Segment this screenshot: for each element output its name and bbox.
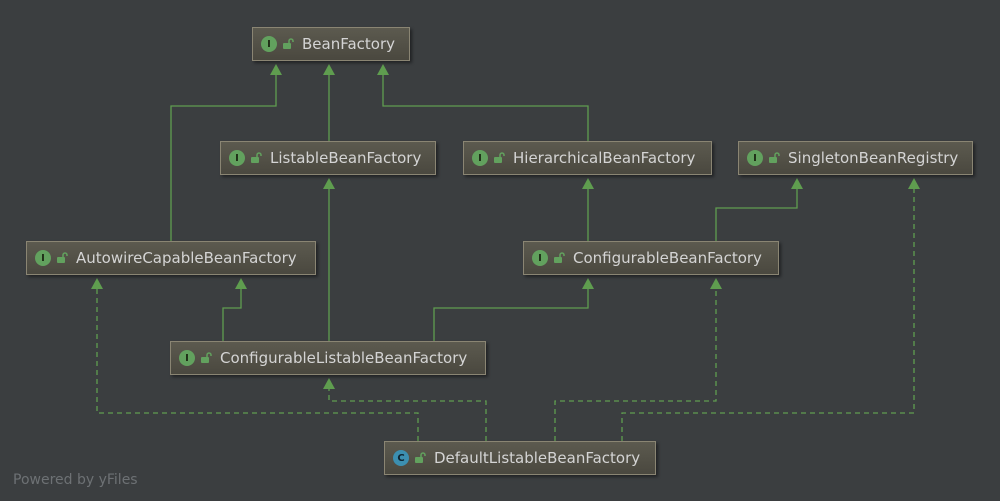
unlocked-icon [57, 252, 68, 263]
node-configurable-listable-bean-factory[interactable]: I ConfigurableListableBeanFactory [170, 341, 486, 375]
powered-by-footer: Powered by yFiles [13, 472, 138, 488]
unlocked-icon [201, 352, 212, 363]
edge-cl-to-autowire [222, 278, 247, 341]
unlocked-icon [769, 152, 780, 163]
node-label: SingletonBeanRegistry [788, 149, 959, 167]
unlocked-icon [251, 152, 262, 163]
node-autowire-capable-bean-factory[interactable]: I AutowireCapableBeanFactory [26, 241, 316, 275]
edge-default-to-configurable-listable [323, 378, 487, 441]
node-default-listable-bean-factory[interactable]: C DefaultListableBeanFactory [384, 441, 656, 475]
node-label: DefaultListableBeanFactory [434, 449, 641, 467]
node-listable-bean-factory[interactable]: I ListableBeanFactory [220, 141, 436, 175]
node-label: ListableBeanFactory [270, 149, 422, 167]
edge-cl-to-configurable [433, 278, 594, 341]
edge-hierarchical-to-beanfactory [377, 64, 589, 141]
node-bean-factory[interactable]: I BeanFactory [252, 27, 410, 61]
node-label: BeanFactory [302, 35, 396, 53]
interface-i-icon: I [229, 150, 245, 166]
unlocked-icon [554, 252, 565, 263]
node-hierarchical-bean-factory[interactable]: I HierarchicalBeanFactory [463, 141, 712, 175]
interface-i-icon: I [261, 36, 277, 52]
interface-i-icon: I [472, 150, 488, 166]
unlocked-icon [415, 452, 426, 463]
unlocked-icon [494, 152, 505, 163]
node-singleton-bean-registry[interactable]: I SingletonBeanRegistry [738, 141, 973, 175]
node-label: HierarchicalBeanFactory [513, 149, 696, 167]
class-c-icon: C [393, 450, 409, 466]
interface-i-icon: I [532, 250, 548, 266]
edge-default-to-singleton [621, 178, 920, 441]
node-label: ConfigurableListableBeanFactory [220, 349, 468, 367]
edge-default-to-autowire [91, 278, 419, 441]
node-configurable-bean-factory[interactable]: I ConfigurableBeanFactory [523, 241, 779, 275]
node-label: AutowireCapableBeanFactory [76, 249, 297, 267]
interface-i-icon: I [747, 150, 763, 166]
edge-default-to-configurable [554, 278, 722, 441]
interface-i-icon: I [35, 250, 51, 266]
unlocked-icon [283, 38, 294, 49]
node-label: ConfigurableBeanFactory [573, 249, 762, 267]
edge-configurable-to-singleton [715, 178, 803, 241]
interface-i-icon: I [179, 350, 195, 366]
edge-autowire-to-beanfactory [170, 64, 282, 241]
